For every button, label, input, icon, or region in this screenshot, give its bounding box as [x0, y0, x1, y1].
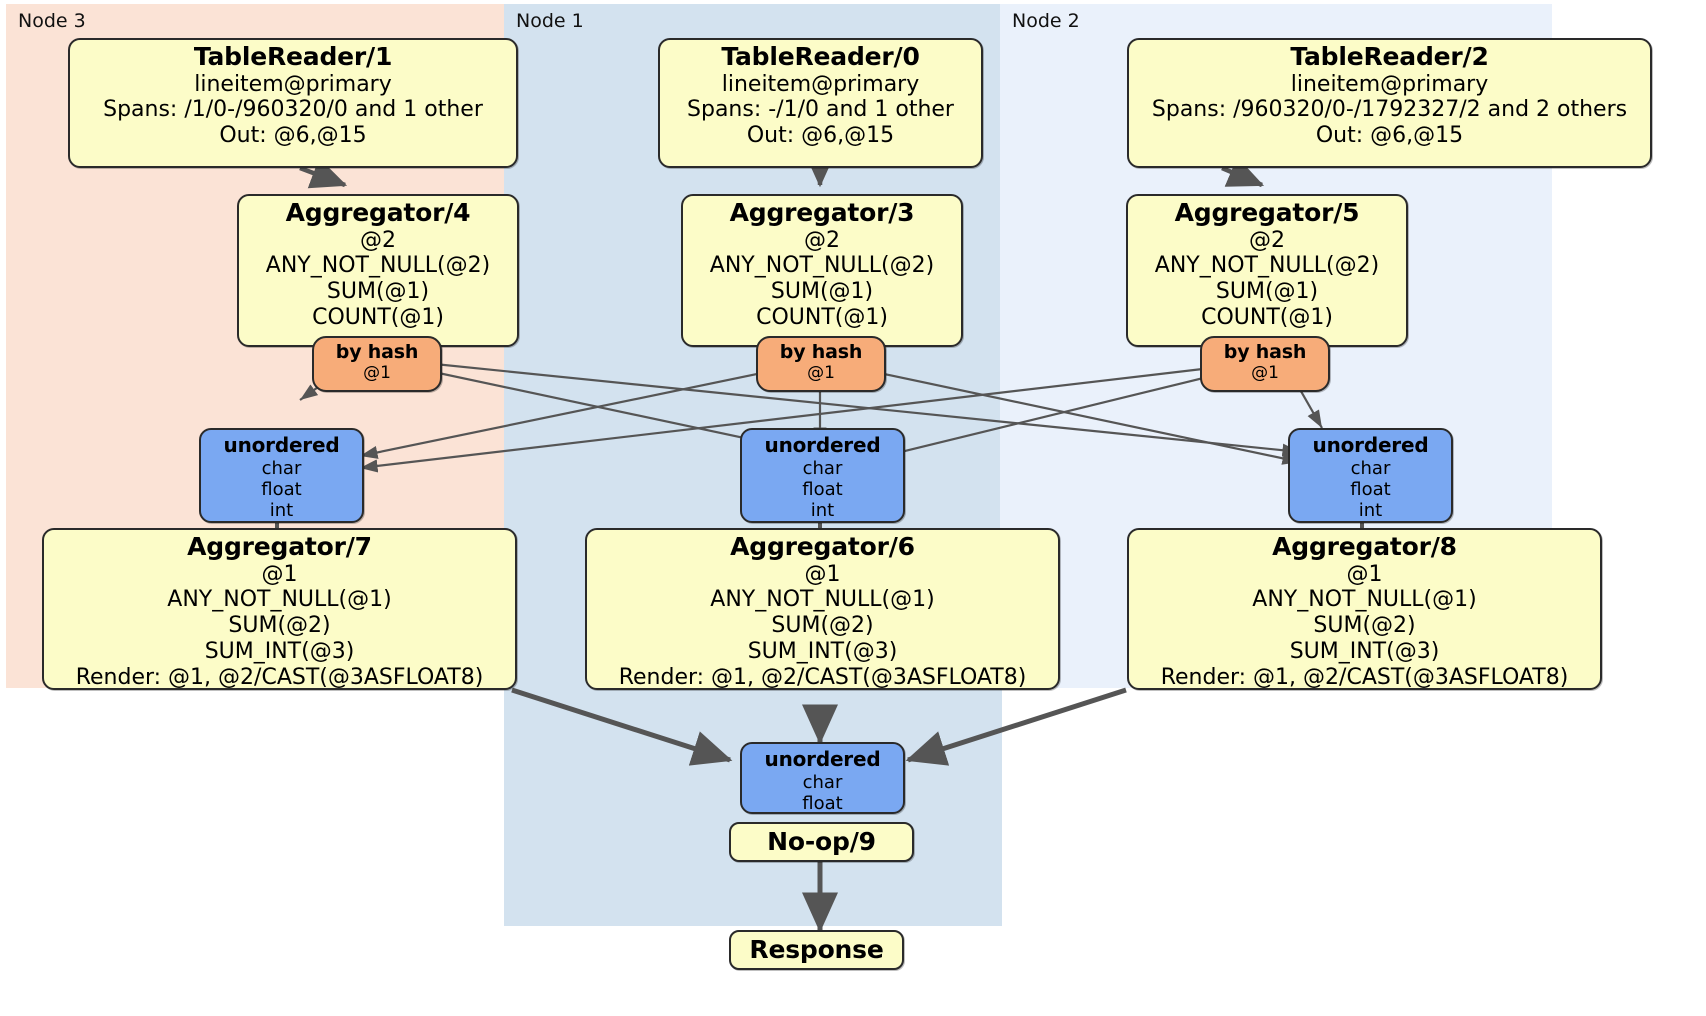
box-line: @1 [804, 561, 841, 587]
box-aggregator-6[interactable]: Aggregator/6 @1 ANY_NOT_NULL(@1) SUM(@2)… [585, 528, 1060, 690]
synchronizer-line: int [269, 500, 294, 522]
node-region-label-node2: Node 2 [1012, 10, 1080, 32]
synchronizer-title: unordered [1312, 433, 1429, 457]
box-line: SUM_INT(@3) [1289, 639, 1440, 665]
synchronizer-line: int [810, 500, 835, 522]
box-tablereader-2[interactable]: TableReader/2 lineitem@primary Spans: /9… [1127, 38, 1652, 168]
box-line: ANY_NOT_NULL(@2) [709, 253, 935, 279]
router-by-hash-right[interactable]: by hash @1 [1200, 336, 1330, 392]
box-line: SUM(@1) [1215, 279, 1319, 305]
node-region-label-node1: Node 1 [516, 10, 584, 32]
box-aggregator-3[interactable]: Aggregator/3 @2 ANY_NOT_NULL(@2) SUM(@1)… [681, 194, 963, 347]
box-line: ANY_NOT_NULL(@1) [1252, 587, 1477, 613]
box-line: @2 [360, 227, 396, 253]
box-line: SUM_INT(@3) [204, 639, 355, 665]
box-line: lineitem@primary [1290, 71, 1489, 97]
box-line: @1 [1346, 561, 1383, 587]
router-line: @1 [1251, 363, 1279, 384]
box-line: @2 [1249, 227, 1285, 253]
synchronizer-title: unordered [764, 747, 881, 771]
synchronizer-line: char [261, 457, 302, 479]
box-line: COUNT(@1) [756, 305, 888, 331]
box-line: ANY_NOT_NULL(@2) [265, 253, 491, 279]
synchronizer-unordered-left[interactable]: unordered char float int [199, 428, 364, 523]
synchronizer-title: unordered [764, 433, 881, 457]
box-line: COUNT(@1) [1201, 305, 1333, 331]
synchronizer-line: float [802, 478, 843, 500]
box-title: TableReader/1 [193, 42, 393, 71]
box-aggregator-4[interactable]: Aggregator/4 @2 ANY_NOT_NULL(@2) SUM(@1)… [237, 194, 519, 347]
box-line: lineitem@primary [721, 71, 920, 97]
box-tablereader-1[interactable]: TableReader/1 lineitem@primary Spans: /1… [68, 38, 518, 168]
box-line: @2 [804, 227, 840, 253]
box-line: Render: @1, @2/CAST(@3ASFLOAT8) [1160, 665, 1569, 691]
box-line: @1 [261, 561, 298, 587]
router-title: by hash [1223, 341, 1307, 363]
router-by-hash-left[interactable]: by hash @1 [312, 336, 442, 392]
box-line: Render: @1, @2/CAST(@3ASFLOAT8) [618, 665, 1027, 691]
router-title: by hash [335, 341, 419, 363]
box-line: Out: @6,@15 [746, 123, 895, 149]
box-aggregator-8[interactable]: Aggregator/8 @1 ANY_NOT_NULL(@1) SUM(@2)… [1127, 528, 1602, 690]
router-line: @1 [807, 363, 835, 384]
box-line: COUNT(@1) [312, 305, 444, 331]
synchronizer-line: float [261, 478, 302, 500]
box-title: Aggregator/5 [1174, 198, 1360, 227]
box-line: SUM(@2) [1313, 613, 1416, 639]
box-line: Spans: /1/0-/960320/0 and 1 other [103, 97, 483, 123]
box-title: Aggregator/8 [1272, 532, 1457, 561]
box-title: No-op/9 [767, 827, 876, 857]
synchronizer-line: int [1358, 500, 1383, 522]
node-region-label-node3: Node 3 [18, 10, 86, 32]
synchronizer-line: char [802, 457, 843, 479]
box-line: Spans: /960320/0-/1792327/2 and 2 others [1151, 97, 1628, 123]
box-line: Render: @1, @2/CAST(@3ASFLOAT8) [75, 665, 484, 691]
box-title: Aggregator/4 [285, 198, 471, 227]
synchronizer-unordered-center[interactable]: unordered char float int [740, 428, 905, 523]
box-aggregator-5[interactable]: Aggregator/5 @2 ANY_NOT_NULL(@2) SUM(@1)… [1126, 194, 1408, 347]
synchronizer-unordered-right[interactable]: unordered char float int [1288, 428, 1453, 523]
box-line: lineitem@primary [194, 71, 392, 97]
box-line: Out: @6,@15 [1315, 123, 1464, 149]
box-line: SUM(@2) [228, 613, 331, 639]
box-title: TableReader/0 [721, 42, 920, 71]
box-line: SUM(@1) [326, 279, 430, 305]
synchronizer-line: char [802, 771, 843, 793]
synchronizer-unordered-final[interactable]: unordered char float [740, 742, 905, 814]
box-line: SUM(@2) [771, 613, 874, 639]
box-title: TableReader/2 [1290, 42, 1489, 71]
router-by-hash-center[interactable]: by hash @1 [756, 336, 886, 392]
synchronizer-line: float [802, 792, 843, 814]
synchronizer-line: float [1350, 478, 1391, 500]
box-noop-9[interactable]: No-op/9 [729, 822, 914, 862]
box-tablereader-0[interactable]: TableReader/0 lineitem@primary Spans: -/… [658, 38, 983, 168]
box-line: ANY_NOT_NULL(@1) [710, 587, 935, 613]
box-line: ANY_NOT_NULL(@2) [1154, 253, 1380, 279]
router-title: by hash [779, 341, 863, 363]
box-aggregator-7[interactable]: Aggregator/7 @1 ANY_NOT_NULL(@1) SUM(@2)… [42, 528, 517, 690]
box-title: Aggregator/3 [729, 198, 915, 227]
synchronizer-title: unordered [223, 433, 340, 457]
box-line: Out: @6,@15 [219, 123, 367, 149]
box-line: SUM_INT(@3) [747, 639, 898, 665]
synchronizer-line: char [1350, 457, 1391, 479]
box-response[interactable]: Response [729, 930, 904, 970]
box-line: ANY_NOT_NULL(@1) [167, 587, 392, 613]
box-title: Aggregator/7 [187, 532, 372, 561]
box-line: Spans: -/1/0 and 1 other [687, 97, 954, 123]
router-line: @1 [363, 363, 391, 384]
box-line: SUM(@1) [770, 279, 874, 305]
box-title: Aggregator/6 [730, 532, 915, 561]
box-title: Response [749, 935, 884, 965]
